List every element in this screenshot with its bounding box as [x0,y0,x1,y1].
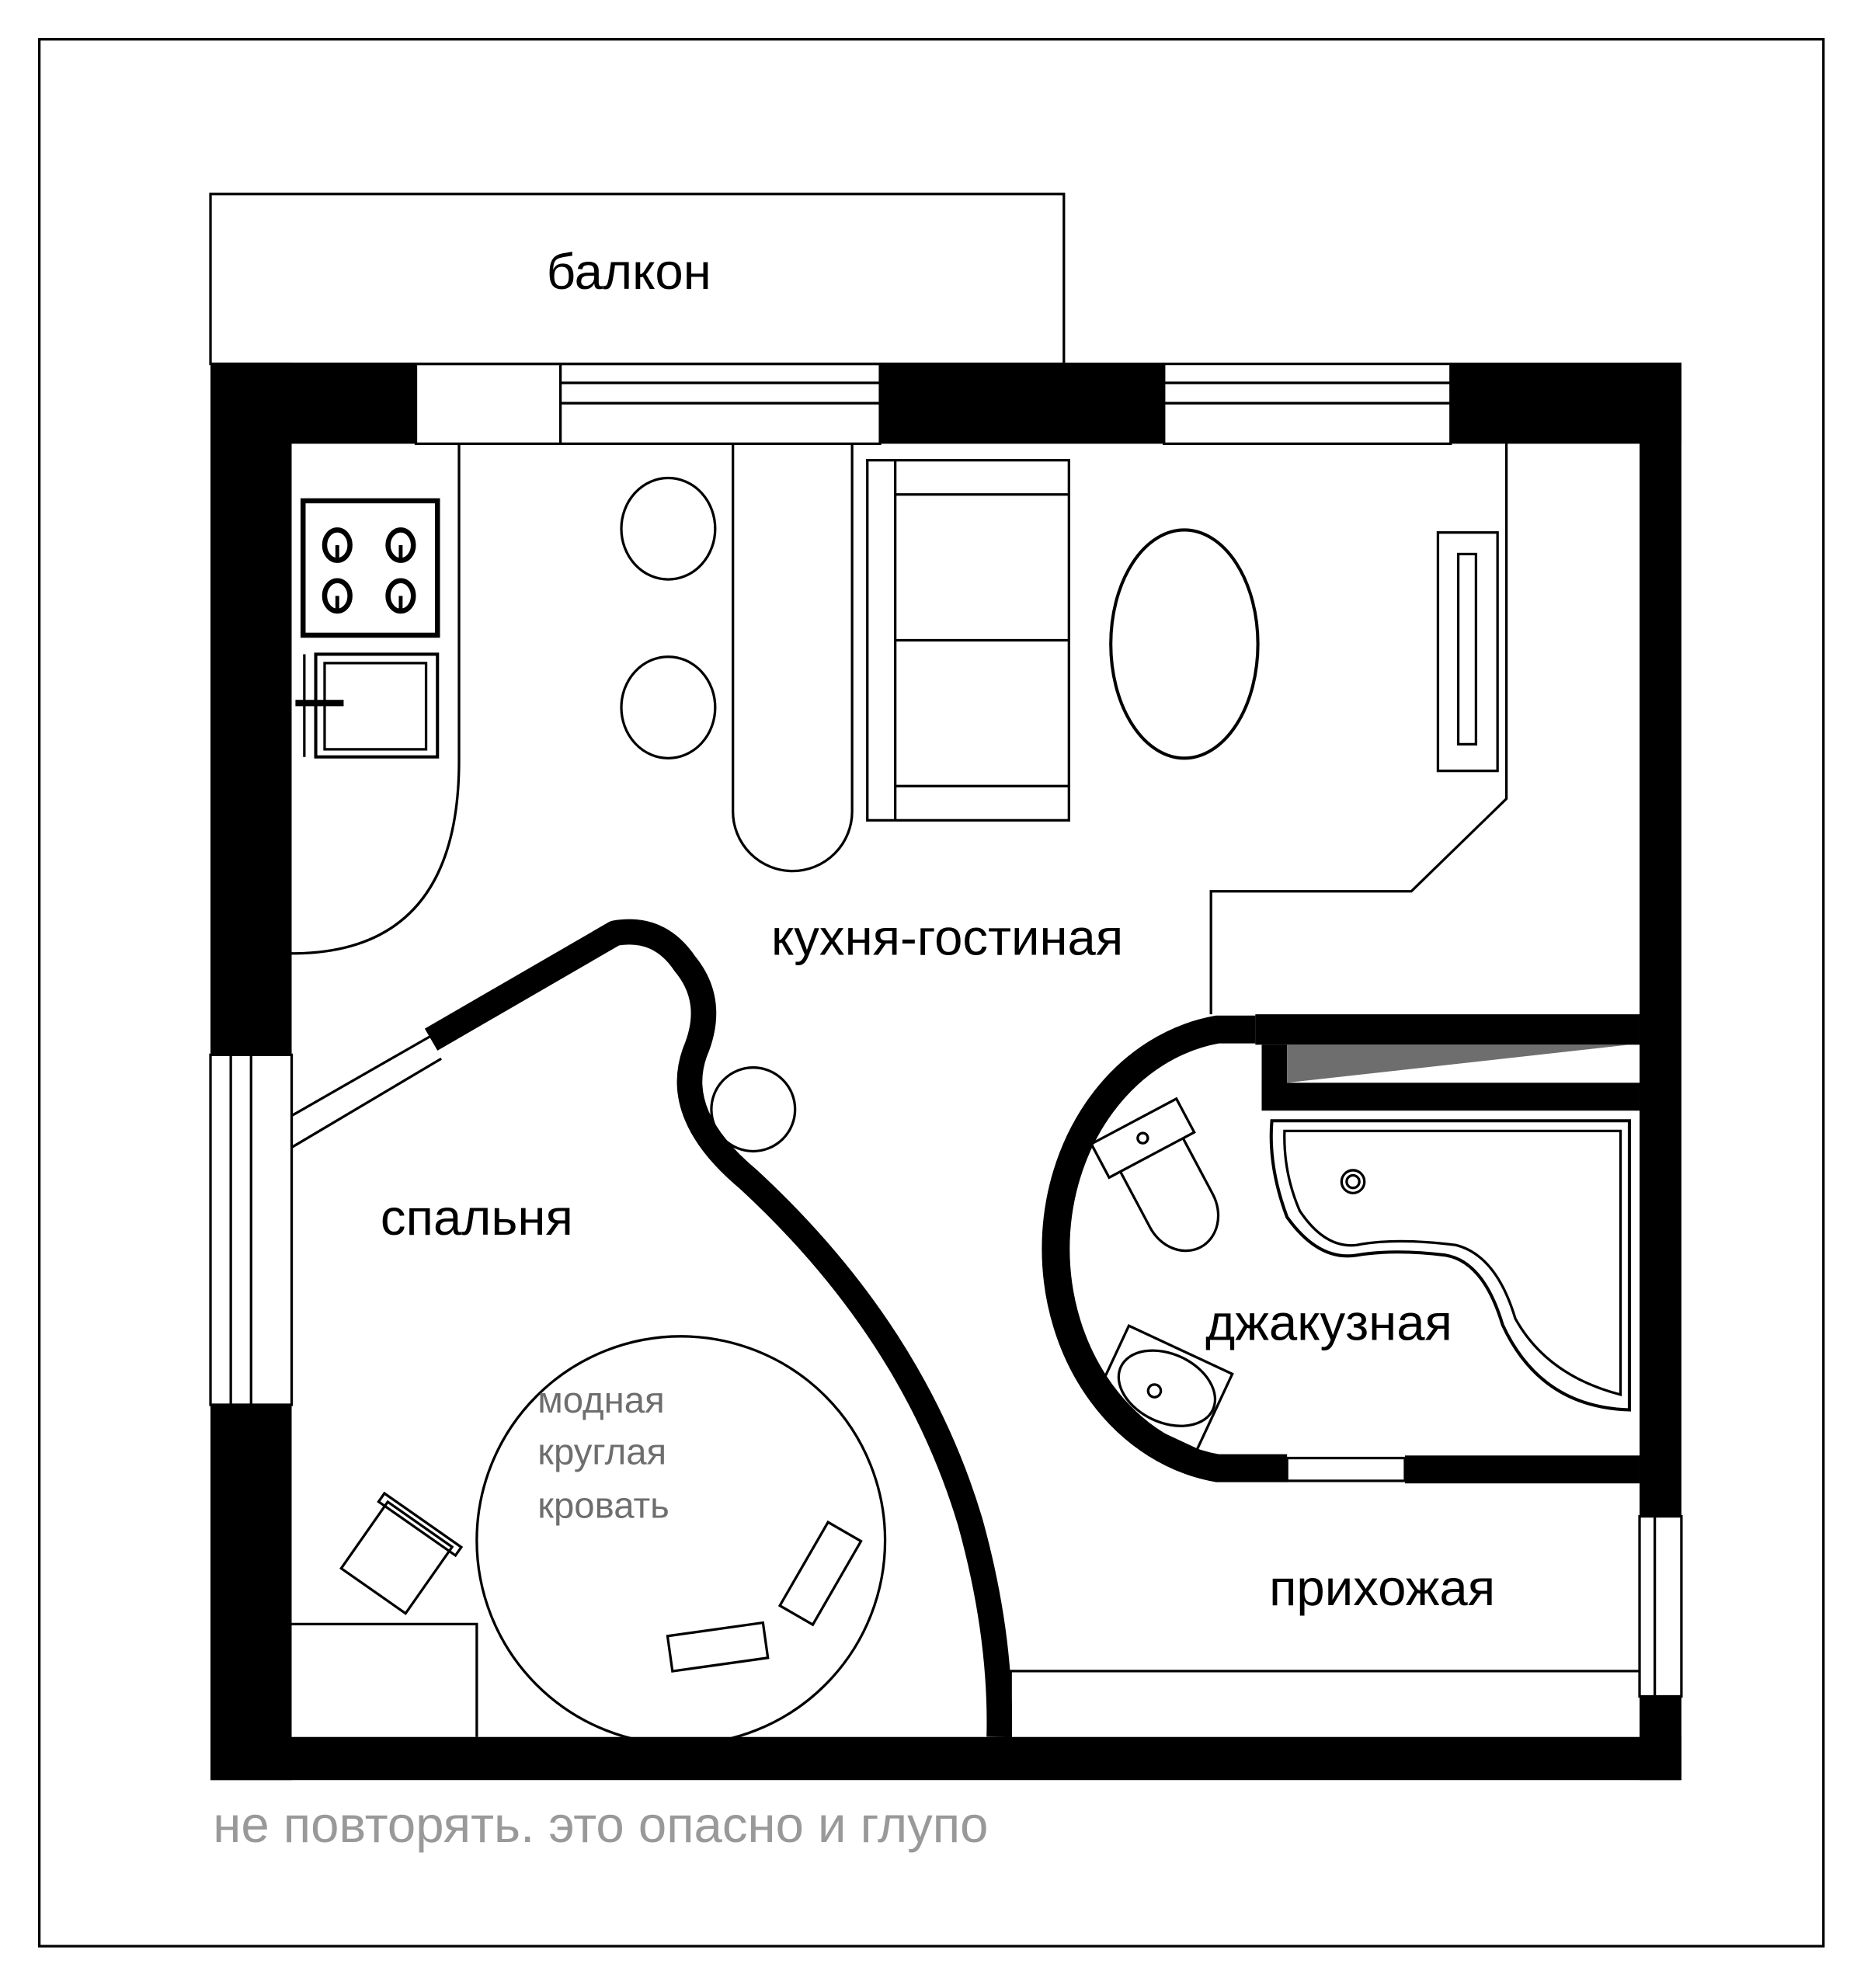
balcony-label: балкон [547,243,711,300]
coffee-table [1109,528,1260,760]
outer-frame [37,37,1825,1948]
window-right [1638,1515,1683,1698]
bathroom-door [1285,1456,1407,1482]
stove-icon [300,498,440,638]
side-table [710,1066,797,1153]
window-left [209,1053,294,1406]
bar-counter [620,443,854,873]
armchair-icon [339,1491,464,1615]
washbasin-icon [1091,1324,1234,1452]
sink-icon [295,652,440,759]
hallway-label: прихожая [1269,1559,1495,1616]
bar-stool [620,476,717,581]
sofa-icon [866,459,1070,822]
balcony: балкон [209,193,1066,366]
kitchen-counter [291,443,461,955]
bed-note-line-1: модная [537,1380,665,1421]
window-top-left [414,362,882,446]
disclaimer-text: не повторять. это опасно и глупо [213,1796,988,1853]
bar-stool [620,655,717,759]
bedroom-label: спальня [381,1189,573,1246]
jacuzzi-label: джакузная [1205,1295,1452,1351]
round-bed [475,1335,887,1746]
bedroom-partition [290,919,1013,1738]
bed-note-line-2: круглая [537,1432,666,1473]
jacuzzi-tub [1269,1119,1631,1412]
drain-icon [1340,1169,1366,1194]
kitchen-living-label: кухня-гостиная [771,909,1123,965]
hallway-shelf [1009,1670,1640,1737]
exterior-walls [210,362,1681,1781]
toilet-icon [1089,1097,1220,1253]
window-top-right [1163,362,1452,446]
pillow-icon [666,1520,863,1673]
bed-note-line-3: кровать [537,1485,669,1526]
desk [291,1622,478,1737]
tv-stand [1209,443,1508,1015]
